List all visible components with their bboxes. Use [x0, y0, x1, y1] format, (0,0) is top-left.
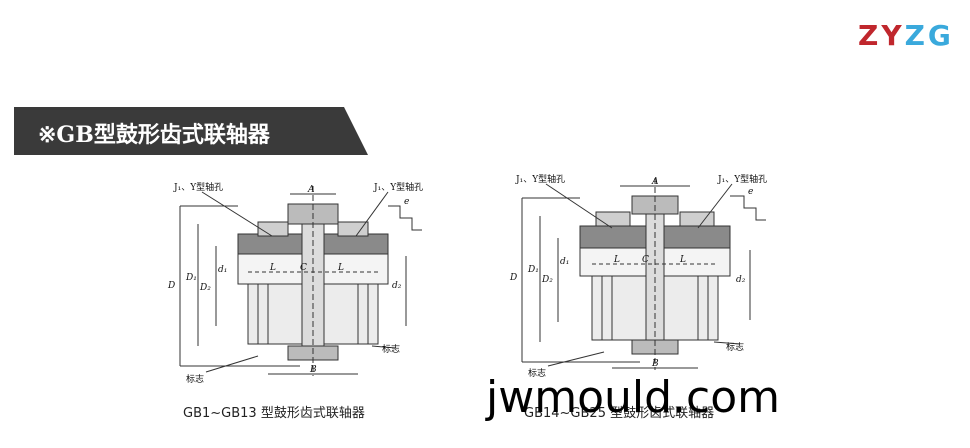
caption-diagram-1: GB1~GB13 型鼓形齿式联轴器	[183, 406, 365, 421]
label-D: D	[509, 273, 517, 283]
label-C: C	[300, 263, 307, 273]
label-L-left: L	[613, 255, 620, 265]
label-B: B	[651, 359, 659, 369]
label-d2: d₂	[736, 275, 746, 285]
label-D2: D₂	[199, 283, 211, 293]
watermark-text: jwmould.com	[486, 372, 780, 423]
logo-letter-3: Z	[904, 18, 926, 52]
label-hole-left: J₁、Y型轴孔	[515, 173, 565, 185]
label-L-right: L	[337, 263, 344, 273]
logo-letter-4: G	[927, 18, 952, 52]
label-C: C	[642, 255, 649, 265]
logo-letter-1: Z	[858, 18, 880, 52]
label-D: D	[167, 281, 175, 291]
section-title: ※GB型鼓形齿式联轴器	[38, 122, 270, 148]
label-e: e	[404, 197, 409, 207]
label-hole-right: J₁、Y型轴孔	[717, 173, 767, 185]
label-mark-right: 标志	[726, 341, 744, 353]
label-d1: d₁	[560, 257, 569, 267]
label-mark-left: 标志	[528, 367, 546, 379]
label-A: A	[651, 177, 659, 187]
label-A: A	[307, 185, 315, 195]
label-mark-right: 标志	[382, 343, 400, 355]
label-D1: D₁	[185, 273, 197, 283]
brand-logo: Z Y Z G	[858, 18, 952, 52]
caption-diagram-2: GB14~GB25 型鼓形齿式联轴器	[524, 406, 715, 421]
coupling-drawing-gb1-gb13: J₁、Y型轴孔 J₁、Y型轴孔 A e L C L D D₁ D₂ d₁ d₂ …	[167, 181, 423, 385]
label-d1: d₁	[218, 265, 227, 275]
label-e: e	[748, 187, 753, 197]
label-mark-left: 标志	[186, 373, 204, 385]
coupling-drawing-gb14-gb25: J₁、Y型轴孔 J₁、Y型轴孔 A e L C L D D₁ D₂ d₁ d₂ …	[509, 173, 767, 379]
label-B: B	[309, 365, 317, 375]
label-L-left: L	[269, 263, 276, 273]
label-hole-left: J₁、Y型轴孔	[173, 181, 223, 193]
label-D2: D₂	[541, 275, 553, 285]
label-hole-right: J₁、Y型轴孔	[373, 181, 423, 193]
label-d2: d₂	[392, 281, 402, 291]
logo-letter-2: Y	[881, 18, 903, 52]
label-L-right: L	[679, 255, 686, 265]
section-banner: ※GB型鼓形齿式联轴器	[14, 107, 368, 155]
label-D1: D₁	[527, 265, 539, 275]
